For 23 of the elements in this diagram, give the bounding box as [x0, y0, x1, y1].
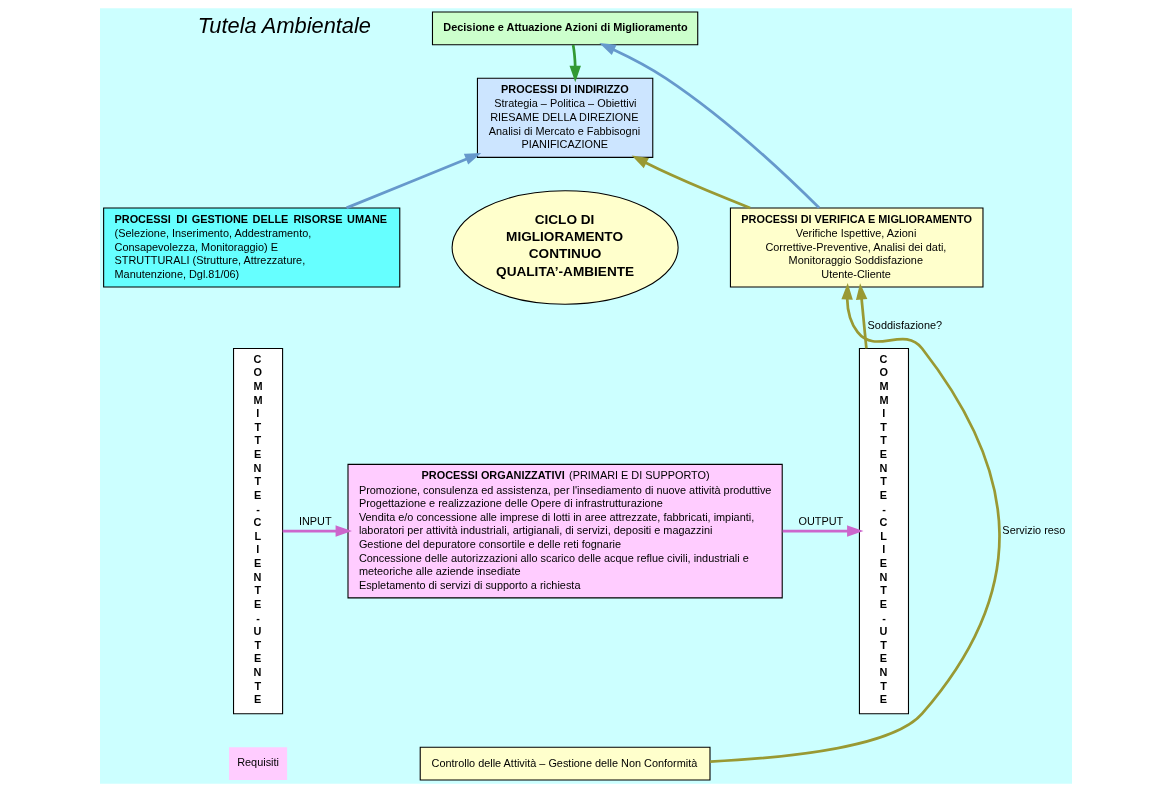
- node-box: Decisione e Attuazione Azioni di Miglioramento: [431, 11, 699, 46]
- node-box: COMMITTENTE-CLIENTE-UTENTE: [858, 347, 910, 715]
- arrow: [782, 525, 864, 537]
- arrow: [631, 155, 751, 210]
- edge-label: Soddisfazione?: [867, 319, 943, 332]
- node-box: Controllo delle Attività – Gestione delle Non Conformità: [419, 746, 711, 781]
- node-box: PROCESSI DI INDIRIZZO Strategia – Politica – Obiettivi RIESAME DELLA DIREZIONE Analisi di Mercato e Fabbisogni PIANIFICAZIONE: [476, 77, 654, 158]
- arrow: [710, 283, 1001, 763]
- node-ellipse: CICLO DI MIGLIORAMENTO CONTINUO QUALITA’-AMBIENTE: [451, 190, 679, 305]
- node-box: COMMITTENTE-CLIENTE-UTENTE: [233, 347, 284, 715]
- arrow: [346, 152, 482, 210]
- arrow: [282, 525, 352, 537]
- arrow: [569, 44, 581, 83]
- node-box: PROCESSI DI VERIFICA E MIGLIORAMENTO Verifiche Ispettive, Azioni Correttive-Preventive, Analisi dei dati, Monitoraggio Soddisfazione Utente-Cliente: [729, 207, 984, 288]
- edge-label: OUTPUT: [798, 515, 844, 528]
- edge-label: INPUT: [298, 515, 332, 528]
- node-box: PROCESSI ORGANIZZATIVI (PRIMARI E DI SUPPORTO) Promozione, consulenza ed assistenza, per l'insediamento di nuove attività produttive Progettazione e realizzazione delle Opere di infrastrutturazione Vendita e/o concessione alle imprese di lotti in aree attrezzate, fabbricati, impianti, laboratori per attività industriali, artigianali, di servizi, depositi e magazzini Gestione del depuratore consortile e delle reti fognarie Concessione delle autorizzazioni allo scarico delle acque reflue civili, industriali e meteoriche alle aziende insediate Espletamento di servizi di supporto a richiesta: [347, 463, 783, 599]
- edge-label: Servizio reso: [1002, 523, 1066, 536]
- arrow: [855, 283, 868, 349]
- arrow: [599, 43, 821, 209]
- label: Requisiti: [237, 756, 279, 769]
- node-box: PROCESSI DI GESTIONE DELLE RISORSE UMANE (Selezione, Inserimento, Addestramento, Consapevolezza, Monitoraggio) E STRUTTURALI (Strutture, Attrezzature, Manutenzione, Dgl.81/06): [103, 207, 401, 288]
- label: Tutela Ambientale: [197, 13, 371, 39]
